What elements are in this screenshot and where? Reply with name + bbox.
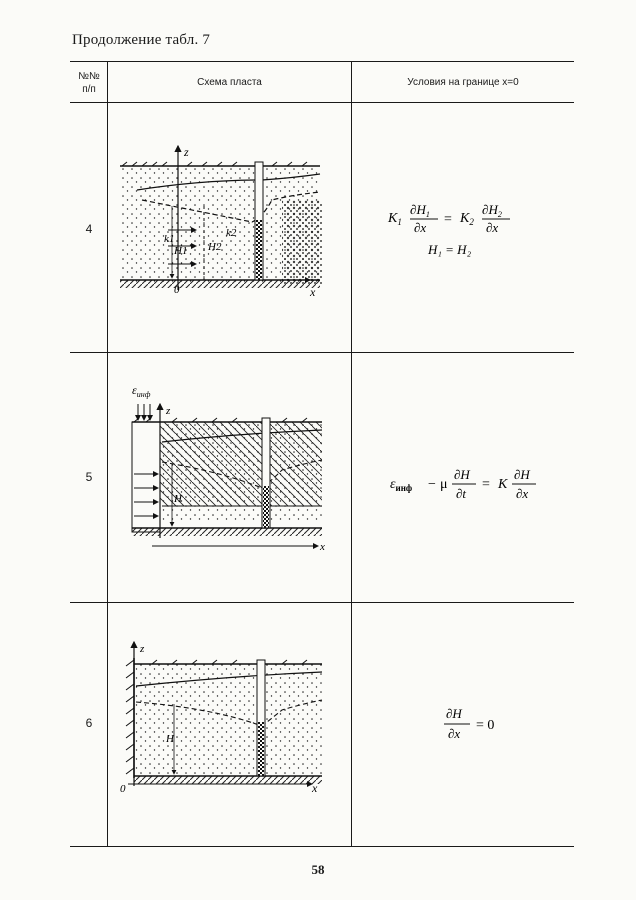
formula-row-6: ∂H ∂x = 0 [444,706,494,741]
label-h: H [173,493,183,505]
header-col-conditions: Условия на границе x=0 [407,77,519,88]
svg-text:∂H: ∂H [454,467,470,482]
axis-label-x: x [311,781,318,795]
label-h2: H2 [207,241,222,253]
table-caption: Продолжение табл. 7 [72,32,211,48]
svg-text:=: = [444,212,452,227]
svg-text:= 0: = 0 [476,718,494,733]
origin-label: 0 [174,284,180,296]
svg-text:K1: K1 [387,211,402,227]
row-divider-5-6 [70,602,574,603]
header-col-number-line2: п/п [82,84,96,95]
axis-label-x: x [319,541,325,553]
svg-text:μ: μ [440,477,448,492]
scheme-row-4: z x 0 k1 H1 H2 k2 [120,144,322,299]
svg-text:K: K [497,477,508,492]
row-number-6: 6 [85,716,93,730]
svg-text:εинф: εинф [390,477,412,493]
row-number-4: 4 [85,222,93,236]
label-k1: k1 [164,233,174,245]
header-col-number: №№ п/п [72,70,106,96]
svg-text:−: − [428,477,436,492]
column-divider-1 [107,61,108,846]
label-h1: H1 [173,245,187,257]
svg-text:∂t: ∂t [456,486,466,501]
origin-label: 0 [120,783,126,795]
svg-text:∂H2: ∂H2 [482,202,502,219]
svg-text:∂x: ∂x [516,486,528,501]
svg-text:∂x: ∂x [486,220,498,235]
formula-row-5: εинф − μ ∂H ∂t = K ∂H ∂x [390,467,536,501]
formula-row-4-line2: H₁ = H₂ [427,242,472,257]
label-eps: εинф [132,383,151,399]
svg-text:∂H1: ∂H1 [410,202,430,219]
column-divider-2 [351,61,352,846]
label-k2: k2 [226,227,237,239]
axis-label-x: x [309,285,316,299]
scheme-row-6: z x 0 H [120,640,323,795]
axis-label-z: z [165,405,171,417]
page-number: 58 [311,862,325,877]
header-bottom-rule [70,102,574,103]
axis-label-z: z [183,145,189,159]
label-h: H [165,733,175,745]
svg-text:∂H: ∂H [446,706,462,721]
table-bottom-rule [70,846,574,847]
row-divider-4-5 [70,352,574,353]
svg-text:∂H: ∂H [514,467,530,482]
axis-label-z: z [139,643,145,655]
svg-text:K2: K2 [459,211,474,227]
table-top-rule [70,61,574,62]
header-col-scheme: Схема пласта [197,77,262,88]
formula-row-4: K1 ∂H1 ∂x = K2 ∂H2 ∂x H₁ = H₂ [387,202,510,257]
row-number-5: 5 [85,470,93,484]
svg-text:∂x: ∂x [414,220,426,235]
scheme-row-5: z x εинф H [131,383,325,553]
svg-text:=: = [482,477,490,492]
svg-text:∂x: ∂x [448,726,460,741]
header-col-number-line1: №№ [78,71,100,82]
